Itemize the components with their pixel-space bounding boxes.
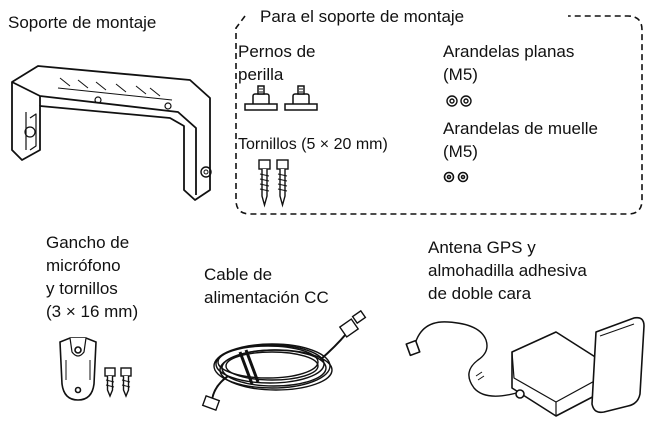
mic-hook-image bbox=[59, 337, 97, 401]
gps-antenna-image bbox=[405, 321, 603, 417]
mic-screw-icons bbox=[104, 367, 132, 398]
screws-label: Tornillos (5 × 20 mm) bbox=[238, 136, 388, 153]
mount-kit-group-label: Para el soporte de montaje bbox=[256, 6, 469, 28]
spring-washers-label-2: (M5) bbox=[443, 142, 478, 161]
mic-hook-label-4: (3 × 16 mm) bbox=[46, 302, 139, 321]
gps-label-1: Antena GPS y bbox=[428, 238, 536, 257]
knob-bolt-icons bbox=[244, 85, 318, 111]
bracket-image bbox=[11, 65, 212, 201]
mic-hook-label-2: micrófono bbox=[46, 256, 121, 275]
adhesive-pad-image bbox=[591, 316, 645, 414]
bracket-label: Soporte de montaje bbox=[8, 13, 157, 32]
mount-kit-dashed-frame bbox=[235, 15, 643, 215]
dc-cable-image bbox=[201, 309, 367, 411]
spring-washer-icons bbox=[443, 171, 469, 183]
knob-bolts-label-1: Pernos de bbox=[238, 42, 316, 61]
dc-cable-label-2: alimentación CC bbox=[204, 288, 329, 307]
knob-bolts-label-2: perilla bbox=[238, 65, 284, 84]
flat-washer-icons bbox=[446, 95, 472, 107]
dc-cable-label-1: Cable de bbox=[204, 265, 273, 284]
screw-icons bbox=[258, 159, 289, 208]
mic-hook-label-3: y tornillos bbox=[46, 279, 118, 298]
flat-washers-label-1: Arandelas planas bbox=[443, 42, 575, 61]
flat-washers-label-2: (M5) bbox=[443, 65, 478, 84]
gps-label-2: almohadilla adhesiva bbox=[428, 261, 587, 280]
gps-label-3: de doble cara bbox=[428, 284, 532, 303]
spring-washers-label-1: Arandelas de muelle bbox=[443, 119, 598, 138]
mic-hook-label-1: Gancho de bbox=[46, 233, 130, 252]
